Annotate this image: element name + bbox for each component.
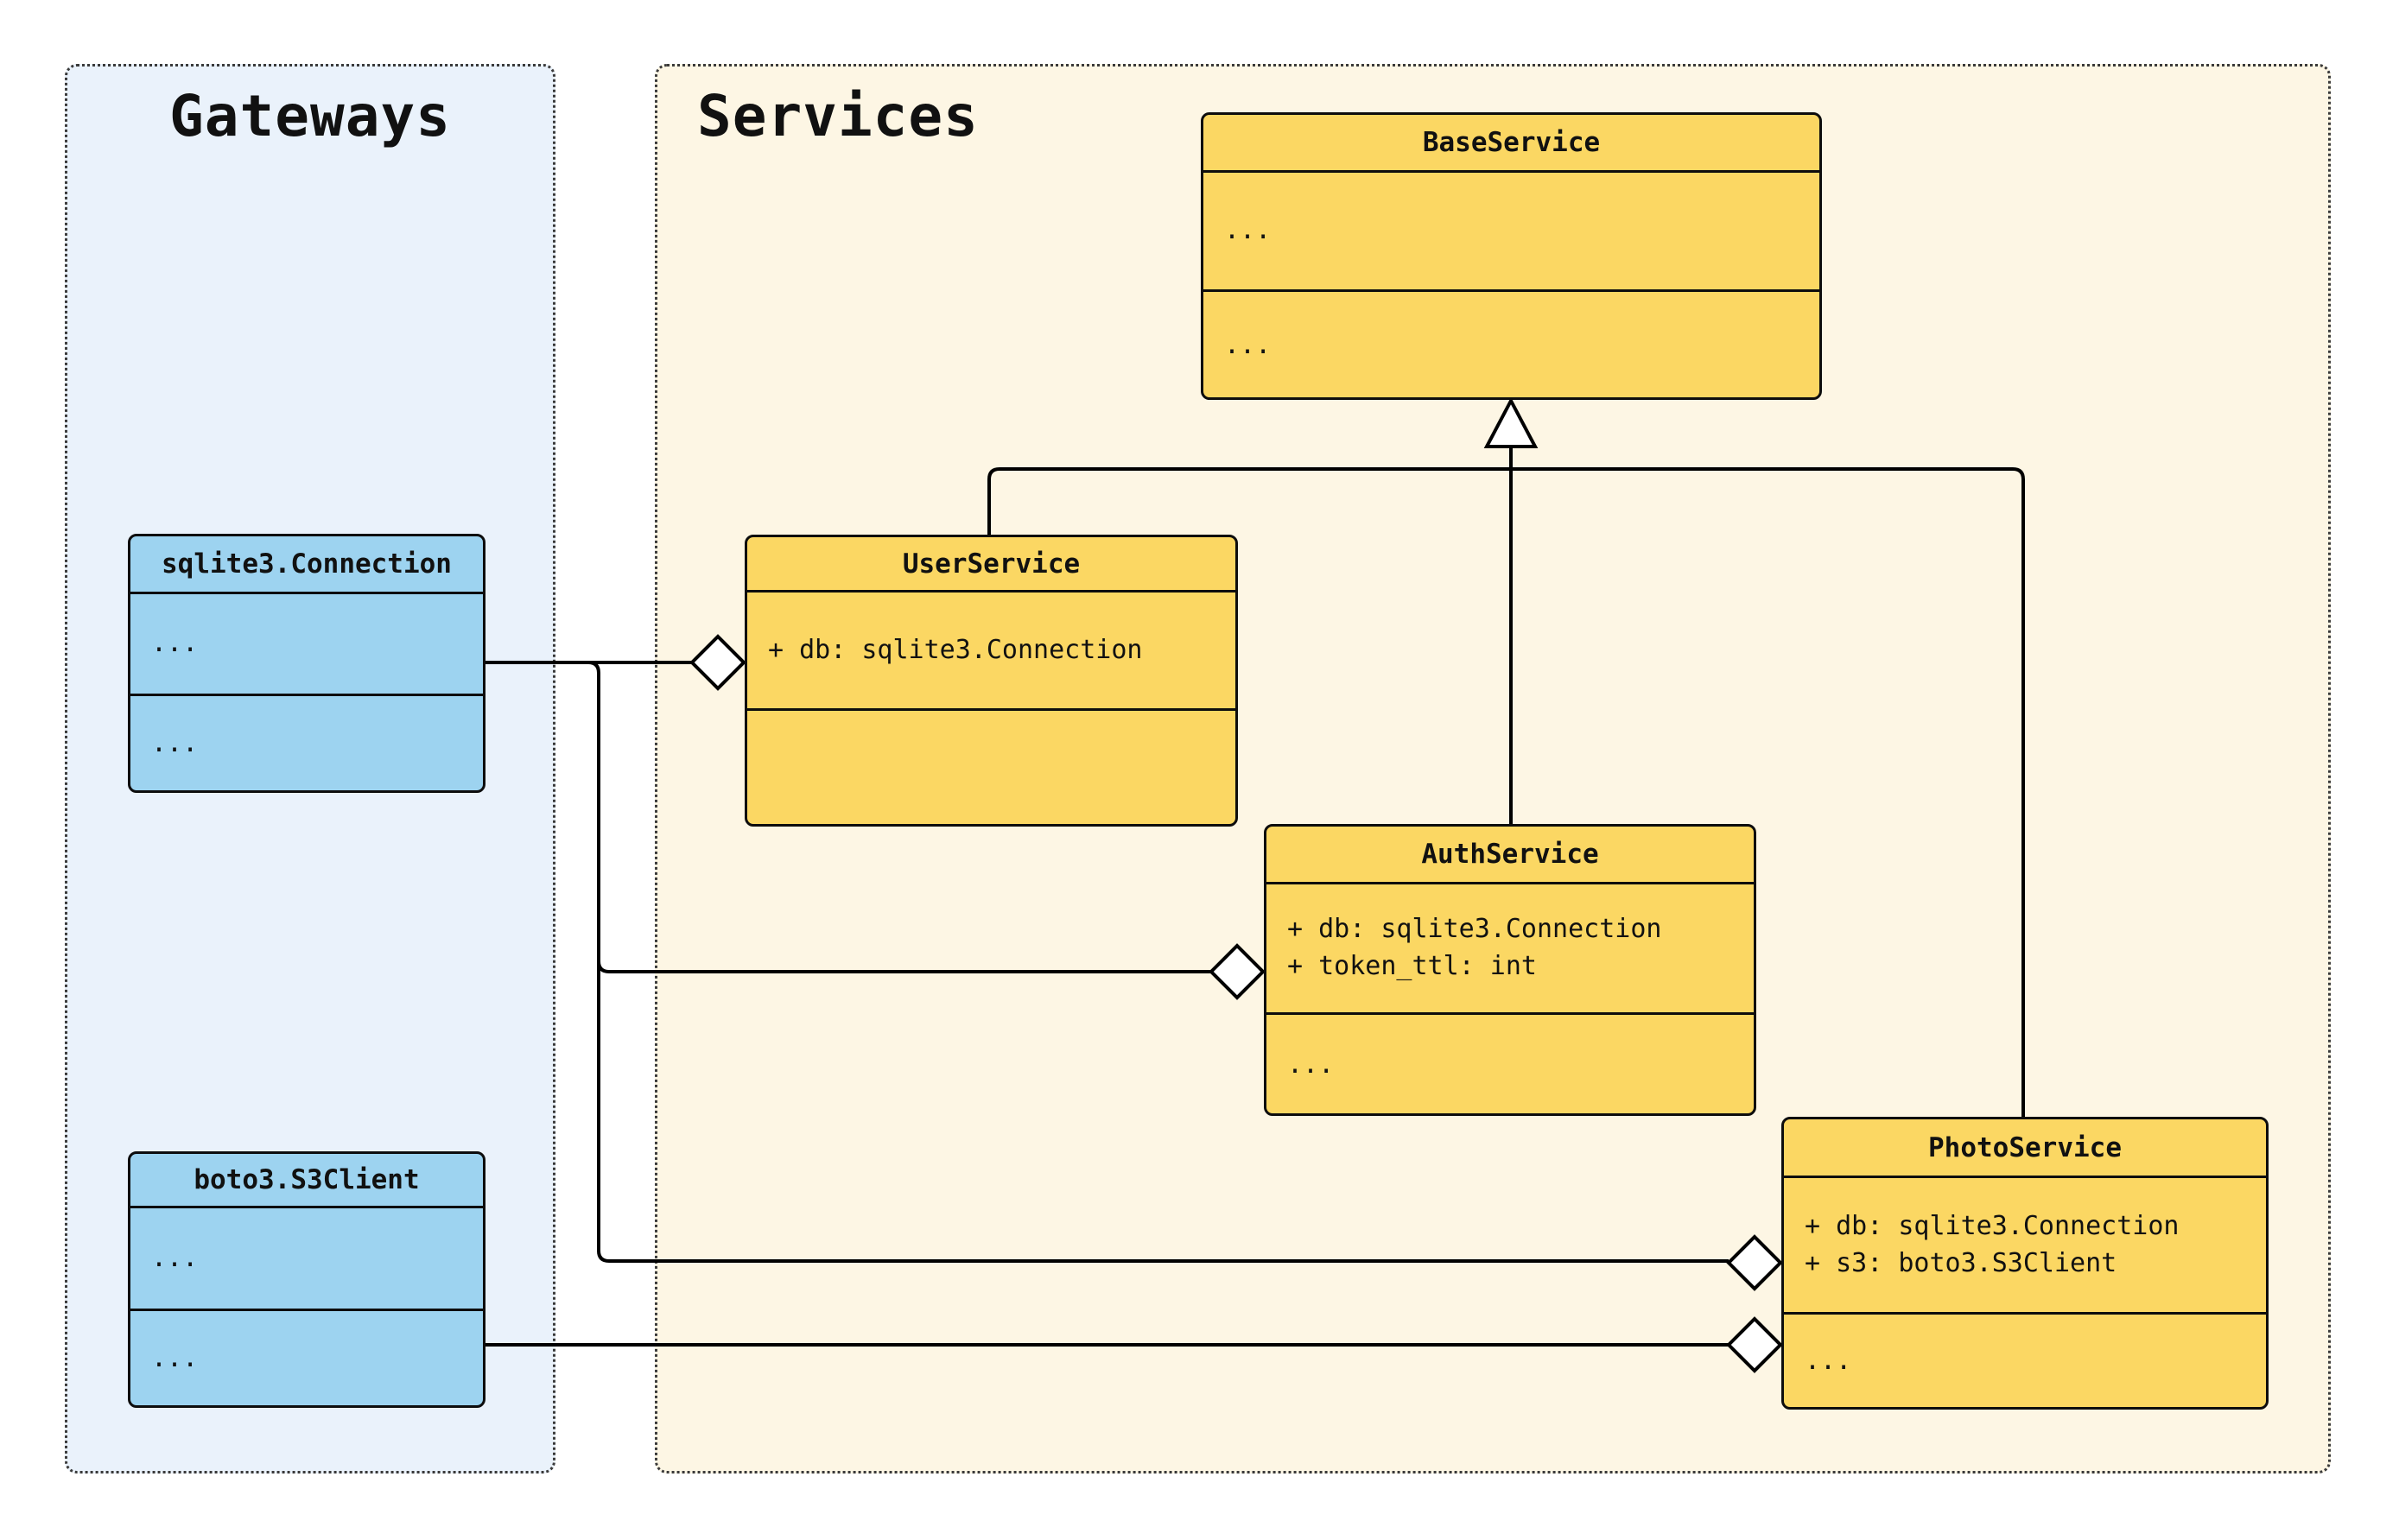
group-title-gateways: Gateways: [169, 83, 451, 149]
class-box-photoservice: PhotoService + db: sqlite3.Connection + …: [1781, 1117, 2269, 1410]
attribute-line: ...: [1224, 215, 1272, 246]
method-line: ...: [151, 728, 199, 759]
methods-section: ...: [1203, 289, 1819, 397]
attribute-line: + db: sqlite3.Connection: [1805, 1210, 2180, 1241]
group-title-services: Services: [697, 83, 979, 149]
attributes-section: ...: [1203, 170, 1819, 289]
class-box-authservice: AuthService + db: sqlite3.Connection + t…: [1264, 824, 1756, 1116]
attributes-section: ...: [130, 1206, 483, 1309]
edge-inheritance-spine: [987, 467, 2025, 1117]
class-title: UserService: [902, 548, 1081, 580]
methods-section-empty: [747, 708, 1235, 824]
attribute-line: + token_ttl: int: [1287, 951, 1537, 981]
aggregation-diamond-userservice-icon: [689, 634, 746, 691]
class-title: BaseService: [1422, 127, 1601, 158]
aggregation-diamond-photoservice-s3-icon: [1726, 1316, 1783, 1373]
class-box-userservice: UserService + db: sqlite3.Connection: [745, 535, 1238, 827]
attribute-line: ...: [151, 1242, 199, 1273]
inheritance-triangle-icon: [1483, 396, 1539, 448]
edge-sqlite-to-authservice: [597, 960, 1211, 973]
method-line: ...: [1805, 1346, 1852, 1377]
methods-section: ...: [130, 1309, 483, 1405]
attribute-line: + db: sqlite3.Connection: [768, 634, 1143, 665]
method-line: ...: [1224, 329, 1272, 360]
attributes-section: ...: [130, 592, 483, 694]
attribute-line: + db: sqlite3.Connection: [1287, 914, 1662, 945]
attributes-section: + db: sqlite3.Connection: [747, 590, 1235, 708]
class-title: sqlite3.Connection: [162, 548, 452, 580]
aggregation-diamond-authservice-icon: [1209, 943, 1266, 1000]
attributes-section: + db: sqlite3.Connection + s3: boto3.S3C…: [1784, 1176, 2266, 1312]
methods-section: ...: [130, 694, 483, 790]
methods-section: ...: [1784, 1312, 2266, 1407]
class-title: boto3.S3Client: [194, 1164, 420, 1195]
class-box-baseservice: BaseService ... ...: [1201, 112, 1822, 400]
class-title: AuthService: [1421, 839, 1599, 870]
attribute-line: + s3: boto3.S3Client: [1805, 1247, 2117, 1278]
methods-section: ...: [1266, 1012, 1754, 1113]
attribute-line: ...: [151, 628, 199, 659]
attributes-section: + db: sqlite3.Connection + token_ttl: in…: [1266, 882, 1754, 1012]
class-box-sqlite3-connection: sqlite3.Connection ... ...: [128, 534, 486, 793]
aggregation-diamond-photoservice-db-icon: [1726, 1234, 1783, 1291]
method-line: ...: [151, 1343, 199, 1374]
class-box-boto3-s3client: boto3.S3Client ... ...: [128, 1151, 486, 1408]
edge-sqlite-to-photoservice: [587, 661, 1729, 1263]
method-line: ...: [1287, 1049, 1335, 1080]
class-title: PhotoService: [1928, 1131, 2122, 1163]
